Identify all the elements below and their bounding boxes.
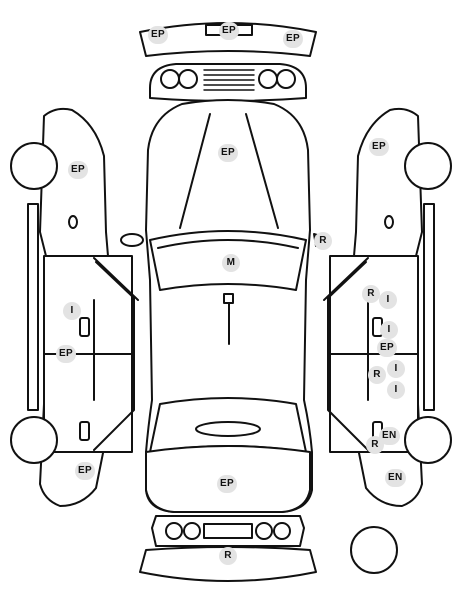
spare-wheel-icon <box>350 526 398 574</box>
marker-right-mirror[interactable]: R <box>314 232 332 250</box>
marker-front-bumper-center[interactable]: EP <box>219 22 239 40</box>
wheel-icon <box>10 142 58 464</box>
front-grille <box>149 63 307 102</box>
marker-right-front-fender[interactable]: EP <box>369 138 389 156</box>
marker-right-rear-door-r[interactable]: R <box>368 366 386 384</box>
marker-left-front-door-i[interactable]: I <box>63 302 81 320</box>
marker-right-front-door-i2[interactable]: I <box>380 321 398 339</box>
marker-trunk[interactable]: EP <box>217 475 237 493</box>
marker-left-front-fender[interactable]: EP <box>68 161 88 179</box>
wheel-icon <box>404 142 452 464</box>
marker-front-bumper-right[interactable]: EP <box>283 30 303 48</box>
marker-front-bumper-left[interactable]: EP <box>148 26 168 44</box>
marker-right-door-sill[interactable]: EP <box>377 339 397 357</box>
marker-right-front-door-i[interactable]: I <box>379 291 397 309</box>
marker-hood[interactable]: EP <box>218 144 238 162</box>
marker-right-rear-door-i2[interactable]: I <box>387 381 405 399</box>
marker-rear-bumper[interactable]: R <box>219 547 237 565</box>
marker-right-rear-wheel-en[interactable]: EN <box>385 469 406 487</box>
marker-right-rear-en[interactable]: EN <box>379 427 400 445</box>
marker-left-rear-fender[interactable]: EP <box>75 462 95 480</box>
left-side-profile <box>27 107 139 507</box>
marker-right-front-door-r[interactable]: R <box>362 285 380 303</box>
marker-roof[interactable]: M <box>222 254 240 272</box>
marker-left-door-sill[interactable]: EP <box>56 345 76 363</box>
rear-lights <box>151 515 305 547</box>
marker-right-rear-door-i[interactable]: I <box>387 360 405 378</box>
